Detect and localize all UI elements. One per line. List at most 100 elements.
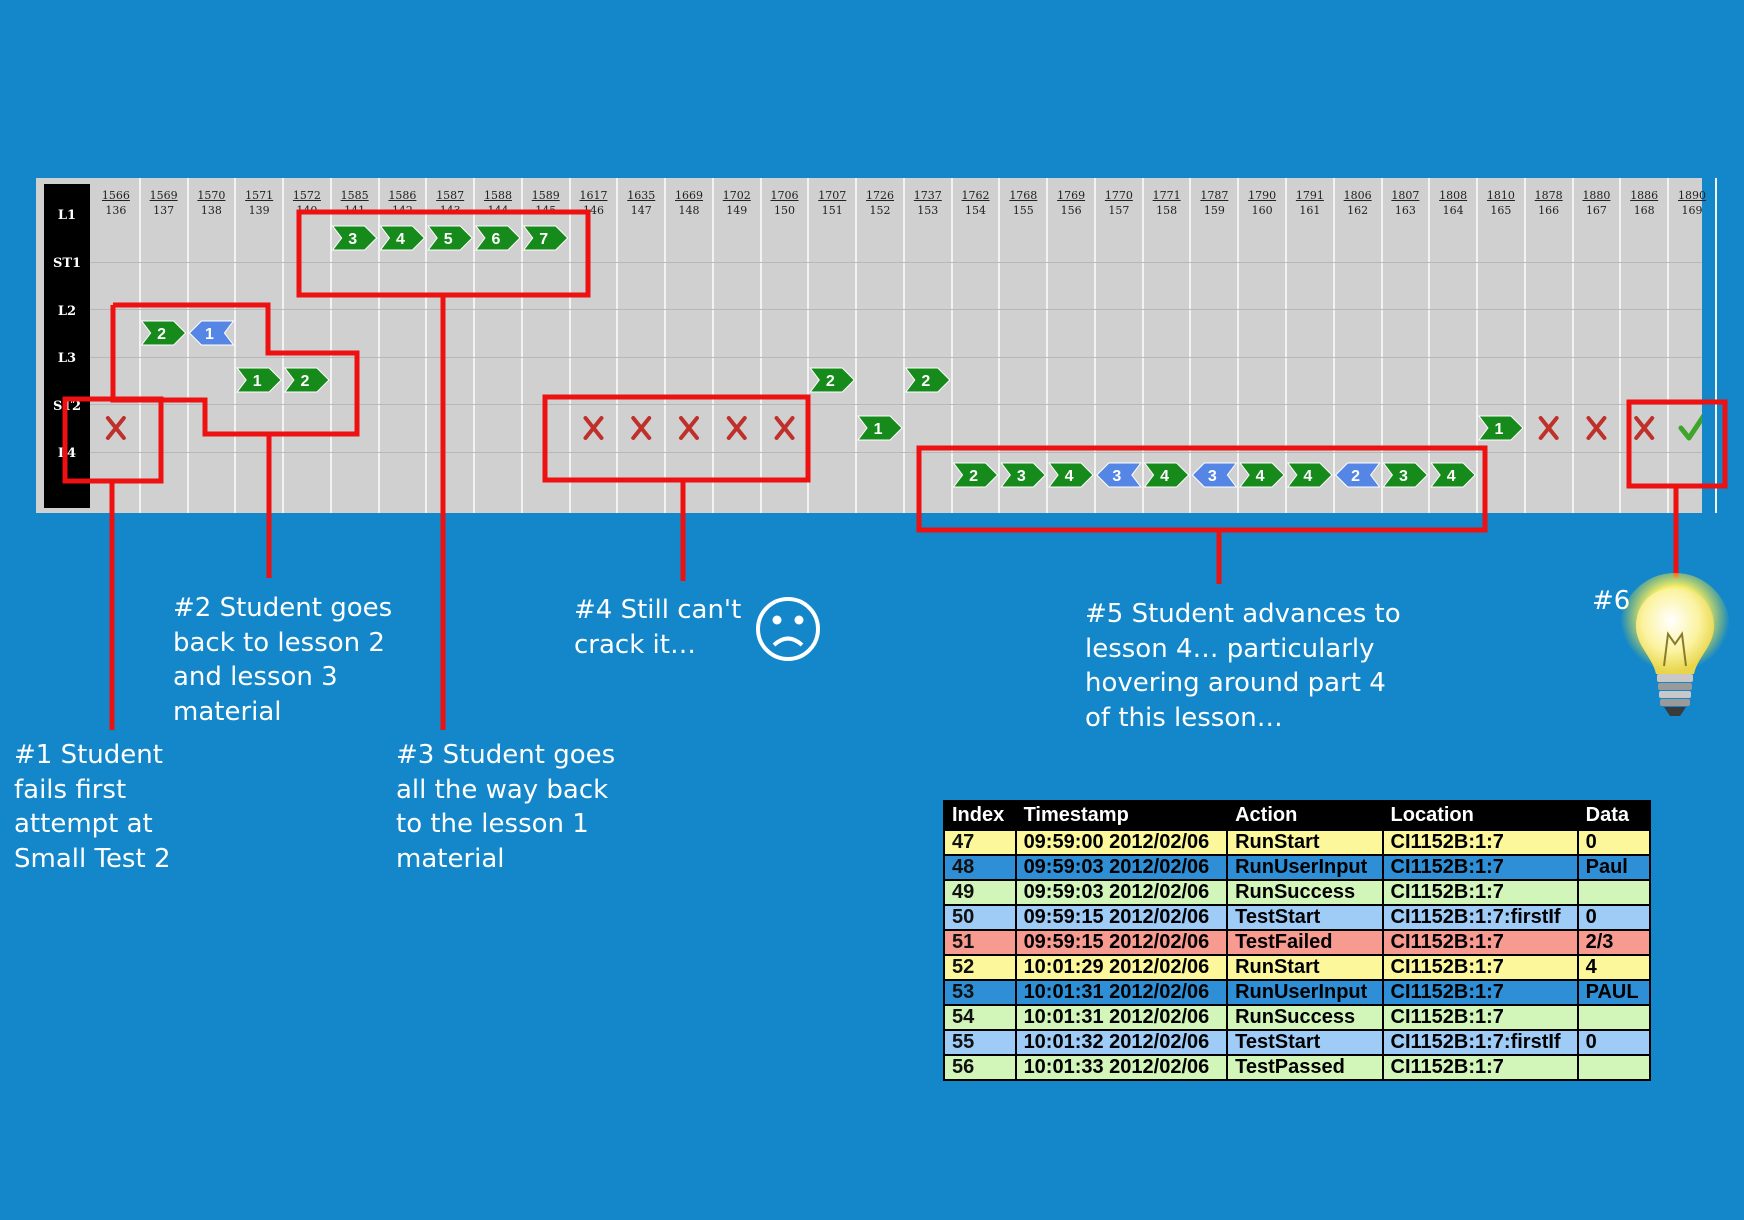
column-header-top: 1569 (149, 189, 178, 202)
arrow-label: 4 (1160, 468, 1169, 485)
cell-action: RunUserInput (1226, 979, 1384, 1006)
cell-data: 0 (1576, 1029, 1652, 1056)
column-header: 1768 155 (1001, 188, 1045, 218)
row-divider (90, 261, 1702, 263)
row-label-st1: ST1 (52, 256, 82, 271)
column-divider (138, 178, 141, 513)
annotation-1: #1 Student fails first attempt at Small … (14, 740, 171, 874)
column-header-bottom: 149 (726, 204, 748, 217)
cell-timestamp: 09:59:15 2012/02/06 (1014, 929, 1229, 956)
cell-index: 47 (943, 829, 1017, 856)
highlight-box-1 (62, 396, 164, 484)
column-divider (998, 178, 1001, 513)
cell-location: CI1152B:1:7 (1381, 954, 1579, 981)
column-header-bottom: 167 (1585, 204, 1607, 217)
column-header-top: 1572 (292, 189, 321, 202)
cell-index: 55 (943, 1029, 1017, 1056)
arrow-label: 3 (1017, 468, 1026, 485)
column-header-bottom: 147 (630, 204, 652, 217)
row-label-l2: L2 (57, 304, 77, 319)
cell-timestamp: 09:59:03 2012/02/06 (1014, 879, 1229, 906)
column-header-top: 1769 (1057, 189, 1086, 202)
column-divider (1619, 178, 1622, 513)
fail-x-icon (631, 416, 652, 440)
column-divider (186, 178, 189, 513)
column-header-bottom: 160 (1251, 204, 1273, 217)
forward-arrow: 2 (809, 367, 855, 393)
forward-arrow: 6 (474, 225, 521, 251)
cell-data: PAUL (1576, 979, 1652, 1006)
column-divider (711, 178, 714, 513)
column-divider (425, 178, 428, 513)
cell-timestamp: 09:59:03 2012/02/06 (1014, 854, 1229, 881)
column-divider (520, 178, 523, 513)
column-header-top: 1726 (866, 189, 895, 202)
column-divider (902, 178, 905, 513)
column-divider (1571, 178, 1574, 513)
arrow-label: 5 (444, 231, 453, 248)
cell-index: 51 (943, 929, 1017, 956)
arrow-label: 3 (1112, 468, 1121, 485)
column-header-bottom: 139 (248, 204, 270, 217)
column-header-top: 1566 (101, 189, 130, 202)
annotation-3: #3 Student goes all the way back to the … (396, 740, 616, 874)
fail-x-icon (1634, 416, 1655, 440)
arrow-label: 1 (205, 326, 214, 343)
arrow-label: 2 (826, 373, 835, 390)
cell-action: RunStart (1226, 829, 1384, 856)
forward-arrow: 2 (904, 367, 951, 393)
column-divider (1332, 178, 1335, 513)
column-divider (1141, 178, 1144, 513)
column-header-top: 1588 (483, 189, 512, 202)
cell-action: TestFailed (1226, 929, 1384, 956)
column-header-bottom: 148 (678, 204, 700, 217)
column-header-bottom: 151 (821, 204, 843, 217)
column-header-bottom: 136 (105, 204, 127, 217)
forward-arrow: 4 (1286, 462, 1333, 488)
col-header-index: Index (943, 800, 1017, 831)
column-header-bottom: 161 (1299, 204, 1321, 217)
column-header-top: 1768 (1009, 189, 1038, 202)
annotation-5: #5 Student advances to lesson 4… particu… (1085, 599, 1401, 733)
column-header-top: 1589 (531, 189, 560, 202)
arrow-label: 3 (348, 231, 357, 248)
back-arrow: 2 (1334, 462, 1381, 488)
fail-x-icon (774, 416, 795, 440)
column-divider (664, 178, 667, 513)
row-label-l3: L3 (57, 351, 77, 366)
cell-index: 48 (943, 854, 1017, 881)
column-header-top: 1770 (1104, 189, 1133, 202)
column-header-bottom: 155 (1012, 204, 1034, 217)
fail-x-icon (679, 416, 699, 440)
highlight-box-6 (1626, 399, 1728, 489)
highlight-box-2 (110, 302, 360, 437)
light-bulb-icon (1620, 573, 1730, 716)
forward-arrow: 2 (140, 320, 187, 346)
fail-x-icon (105, 416, 126, 440)
column-divider (1093, 178, 1096, 513)
column-header-top: 1762 (961, 189, 990, 202)
pass-check-icon (1678, 413, 1702, 441)
cell-action: RunUserInput (1226, 854, 1384, 881)
forward-arrow: 4 (1430, 462, 1476, 488)
row-divider (90, 356, 1702, 358)
cell-index: 53 (943, 979, 1017, 1006)
cell-location: CI1152B:1:7 (1381, 879, 1579, 906)
forward-arrow: 2 (952, 462, 999, 488)
column-header-top: 1787 (1200, 189, 1229, 202)
cell-data (1576, 1004, 1652, 1031)
highlight-box-3 (296, 209, 591, 298)
column-header-top: 1791 (1295, 189, 1324, 202)
